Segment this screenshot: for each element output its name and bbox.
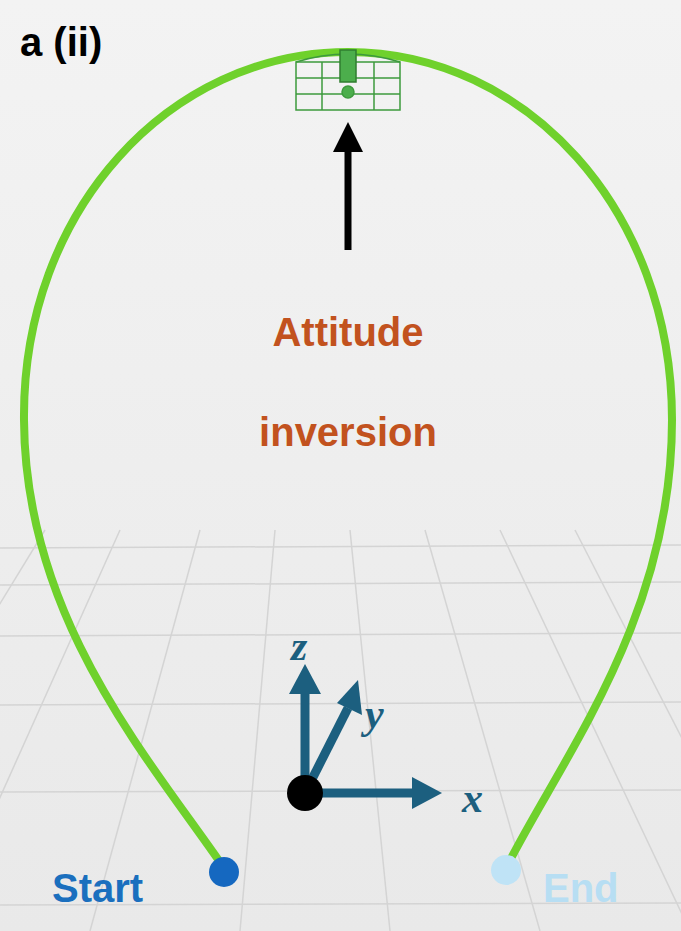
drone-wireframe (296, 50, 400, 110)
trajectory-arc (24, 52, 672, 868)
start-label: Start (52, 866, 143, 911)
end-point (491, 855, 521, 885)
callout-text: Attitude inversion (223, 282, 473, 482)
pointer-arrow (333, 122, 363, 250)
panel-label: a (ii) (20, 20, 102, 65)
axis-triad (287, 664, 442, 811)
axis-label: y (365, 690, 384, 738)
end-label: End (543, 866, 619, 911)
axis-label: x (462, 774, 483, 822)
axis-label: z (291, 622, 307, 670)
start-point (209, 857, 239, 887)
